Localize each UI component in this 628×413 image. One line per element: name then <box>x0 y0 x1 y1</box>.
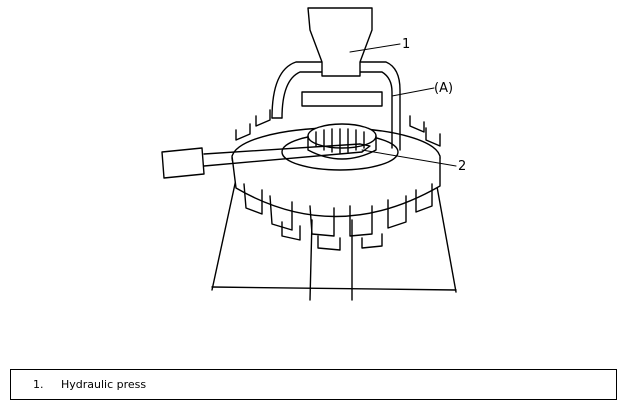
screwdriver <box>161 143 371 179</box>
hydraulic-press-ram <box>307 7 373 77</box>
legend-item-text: Hydraulic press <box>61 378 147 391</box>
press-assembly-diagram: 1 (A) 2 <box>161 7 466 301</box>
callout-1: 1 <box>402 37 410 52</box>
legend-box: 1. Hydraulic press <box>10 369 617 400</box>
bearing <box>281 123 399 171</box>
callout-A: (A) <box>434 81 453 96</box>
callout-2: 2 <box>458 159 466 174</box>
legend-item: 1. Hydraulic press <box>11 378 146 391</box>
legend-item-number: 1. <box>33 378 44 391</box>
leader-lines <box>349 43 457 167</box>
